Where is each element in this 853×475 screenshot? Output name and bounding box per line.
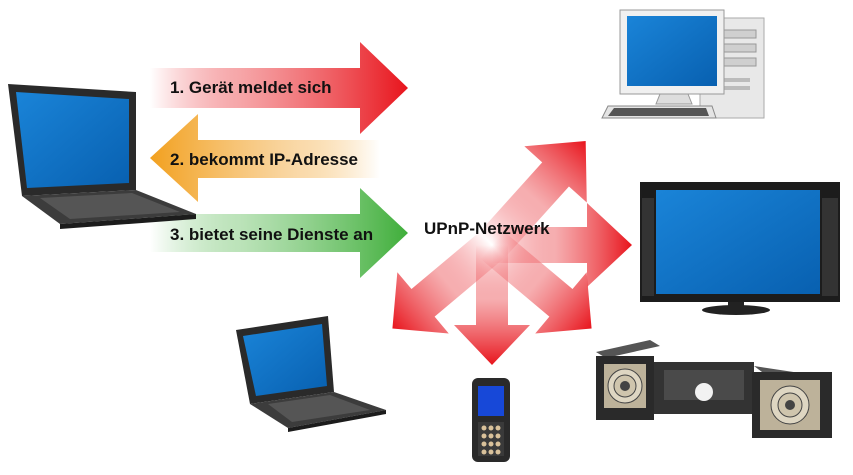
mobile-phone-icon <box>472 378 510 462</box>
step-1-label: 1. Gerät meldet sich <box>170 78 332 97</box>
arrow-step-3 <box>150 188 408 278</box>
tv-icon <box>640 182 840 315</box>
speaker-icon <box>596 340 832 438</box>
step-3-label: 3. bietet seine Dienste an <box>170 225 374 244</box>
hub-arrows <box>392 140 632 365</box>
arrow-step-2 <box>150 114 380 202</box>
desktop-computer-icon <box>601 9 765 119</box>
hub-label: UPnP-Netzwerk <box>424 219 550 238</box>
laptop-icon <box>8 84 196 229</box>
laptop-icon-2 <box>236 316 386 432</box>
step-2-label: 2. bekommt IP-Adresse <box>170 150 359 169</box>
arrow-step-1 <box>150 42 408 134</box>
